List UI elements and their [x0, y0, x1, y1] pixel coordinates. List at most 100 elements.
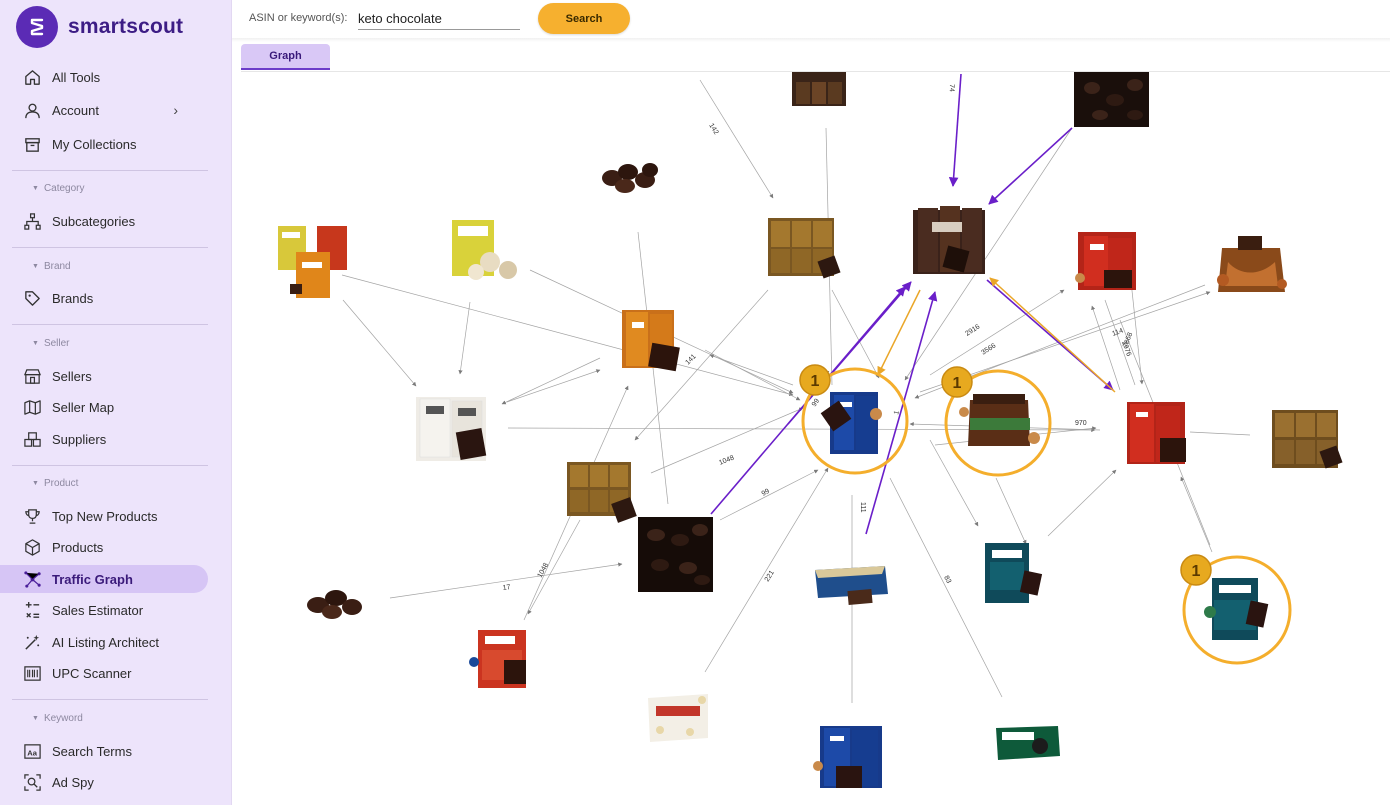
nav-label: Products — [52, 539, 104, 555]
boxes-icon — [23, 430, 42, 449]
tag-icon — [23, 289, 42, 308]
product-node[interactable] — [638, 517, 713, 592]
edge-label: 141 — [684, 353, 697, 366]
graph-edges-orange — [877, 277, 1116, 393]
tab-graph[interactable]: Graph — [241, 44, 330, 70]
product-node[interactable] — [996, 726, 1060, 760]
traffic-graph-canvas[interactable]: 142 74 141 785 99 2916 3566 114 2976 786… — [241, 72, 1390, 805]
divider — [12, 465, 208, 466]
nav-seller-map[interactable]: Seller Map — [0, 393, 208, 421]
product-node[interactable] — [416, 397, 487, 461]
graph-edges-purple — [710, 73, 1114, 535]
rank-badge — [1180, 554, 1212, 586]
nav-label: Suppliers — [52, 431, 107, 447]
nav-label: Sales Estimator — [52, 602, 144, 618]
product-node[interactable] — [278, 226, 347, 298]
product-node[interactable] — [815, 566, 888, 606]
nav-products[interactable]: Products — [0, 533, 208, 561]
edge-label: 2976 — [1120, 340, 1132, 357]
product-node[interactable] — [1127, 402, 1186, 464]
edge-label: 970 — [1075, 420, 1087, 427]
store-icon — [23, 367, 42, 386]
caret-down-icon: ▼ — [32, 185, 39, 192]
product-node[interactable] — [1217, 236, 1287, 292]
product-node-ranked[interactable]: 1 — [941, 366, 1052, 477]
edge-label: 1 — [893, 410, 901, 416]
edge-label: 1048 — [718, 454, 735, 466]
cube-icon — [23, 538, 42, 557]
product-node[interactable] — [602, 163, 658, 193]
archive-icon — [23, 135, 42, 154]
graph-svg[interactable]: 142 74 141 785 99 2916 3566 114 2976 786… — [241, 72, 1390, 805]
smartscout-logo-icon — [16, 6, 58, 48]
map-icon — [23, 398, 42, 417]
search-bar: ASIN or keyword(s): Search — [232, 0, 1390, 40]
nav-label: Top New Products — [52, 508, 158, 524]
section-title: Brand — [43, 261, 71, 272]
sitemap-icon — [23, 212, 42, 231]
product-node[interactable] — [1272, 410, 1343, 469]
nav-label: Seller Map — [52, 399, 115, 415]
rank-badge-label: 1 — [811, 373, 820, 390]
nav-ai-listing-architect[interactable]: AI Listing Architect — [0, 628, 208, 656]
nav-top-new-products[interactable]: Top New Products — [0, 502, 208, 530]
product-node-ranked[interactable]: 1 — [799, 364, 909, 475]
nav-label: My Collections — [52, 136, 137, 152]
edge-label: 83 — [942, 575, 952, 585]
product-node[interactable] — [622, 310, 680, 372]
section-seller-header[interactable]: ▼Seller — [32, 338, 70, 349]
product-node[interactable] — [792, 72, 846, 106]
user-icon — [23, 101, 42, 120]
product-node-ranked[interactable]: 1 — [1180, 554, 1292, 665]
edge-label: 74 — [948, 84, 955, 92]
nav-traffic-graph[interactable]: Traffic Graph — [0, 565, 208, 593]
edge-label: 7868 — [1122, 332, 1134, 349]
rank-badge-label: 1 — [953, 375, 962, 392]
edge-label: 142 — [707, 122, 719, 136]
product-node[interactable] — [469, 630, 526, 688]
product-node[interactable] — [452, 220, 517, 280]
product-node[interactable] — [567, 462, 637, 523]
nav-brands[interactable]: Brands — [0, 284, 208, 312]
nav-sales-estimator[interactable]: Sales Estimator — [0, 596, 208, 624]
product-node[interactable] — [1075, 232, 1136, 290]
logo[interactable]: smartscout — [16, 6, 183, 48]
nav-label: Traffic Graph — [52, 571, 133, 587]
nav-ad-spy[interactable]: Ad Spy — [0, 768, 208, 796]
section-brand-header[interactable]: ▼ Brand — [32, 261, 71, 272]
product-node[interactable] — [307, 590, 362, 619]
nav-my-collections[interactable]: My Collections — [0, 130, 208, 158]
search-input[interactable] — [358, 8, 520, 30]
barcode-icon — [23, 664, 42, 683]
product-node[interactable] — [813, 726, 882, 788]
nav-account[interactable]: Account › — [0, 96, 208, 124]
nav-all-tools[interactable]: All Tools — [0, 63, 208, 91]
divider — [12, 247, 208, 248]
edge-label: 3566 — [980, 342, 997, 356]
section-product-header[interactable]: ▼Product — [32, 478, 78, 489]
product-node[interactable] — [985, 543, 1043, 603]
nav-search-terms[interactable]: Aa Search Terms — [0, 737, 208, 765]
svg-text:Aa: Aa — [27, 748, 37, 757]
section-keyword-header[interactable]: ▼Keyword — [32, 713, 83, 724]
home-icon — [23, 68, 42, 87]
product-node[interactable] — [648, 694, 708, 742]
caret-down-icon: ▼ — [32, 263, 39, 270]
magic-wand-icon — [23, 633, 42, 652]
text-box-icon: Aa — [23, 742, 42, 761]
edge-label: 2916 — [964, 323, 981, 337]
product-node[interactable] — [913, 206, 985, 274]
nav-subcategories[interactable]: Subcategories — [0, 207, 208, 235]
search-label: ASIN or keyword(s): — [249, 12, 348, 24]
caret-down-icon: ▼ — [32, 715, 39, 722]
nav-sellers[interactable]: Sellers — [0, 362, 208, 390]
section-category-header[interactable]: ▼Category — [32, 183, 85, 194]
search-button[interactable]: Search — [538, 3, 630, 34]
edge-label: 111 — [859, 502, 866, 513]
nav-upc-scanner[interactable]: UPC Scanner — [0, 659, 208, 687]
nav-label: Brands — [52, 290, 94, 306]
nav-suppliers[interactable]: Suppliers — [0, 425, 208, 453]
chevron-right-icon[interactable]: › — [173, 102, 178, 118]
product-node[interactable] — [768, 218, 841, 279]
product-node[interactable] — [1074, 72, 1149, 127]
